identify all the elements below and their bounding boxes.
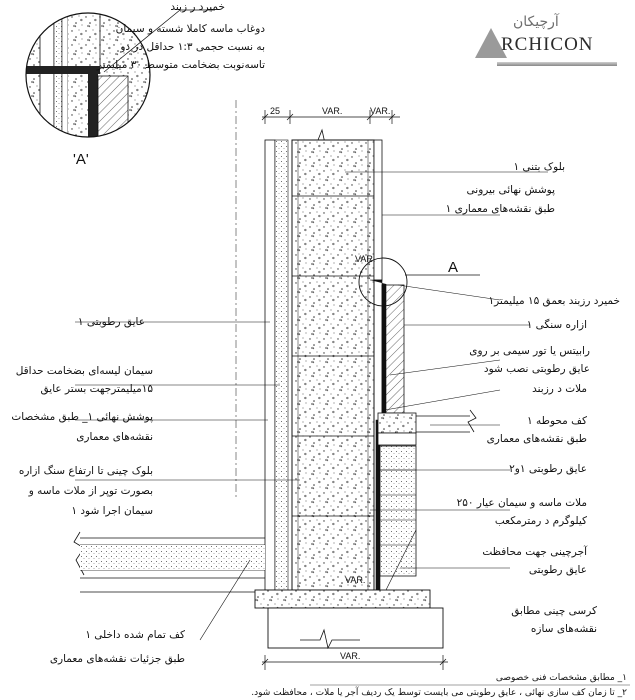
label-finished-floor: کف تمام شده داخلی ۱: [85, 629, 185, 641]
right-leaders: [345, 171, 548, 569]
label-foundation-2: نقشه‌های سازه: [530, 623, 597, 635]
label-finished-floor-2: طبق جزئیات نقشه‌های معماری: [49, 653, 185, 665]
label-stone-base: ازاره سنگی ۱: [526, 319, 587, 331]
label-block-laying-3: سیمان اجرا شود ۱: [71, 505, 153, 517]
label-mesh: رابیتس یا تور سیمی بر روی: [469, 345, 590, 357]
yard-floor-slab: [377, 412, 417, 434]
label-exterior-finish-2: طبق نقشه‌های معماری ۱: [445, 203, 555, 215]
left-leaders: [75, 321, 300, 641]
label-cement-layer-2: ۱۵میلیمترجهت بستر عایق: [40, 383, 153, 395]
label-mesh-2: عایق رطوبتی نصب شود: [483, 363, 590, 375]
label-cement-layer: سیمان لیسه‌ای بضخامت حداقل: [15, 365, 153, 377]
logo-a-mark: [475, 28, 507, 58]
label-sand-cement: ملات ماسه و سیمان عیار ۲۵۰: [456, 497, 587, 509]
dim-bottom-var: VAR.: [340, 651, 360, 661]
detail-a-circle: [25, 9, 215, 138]
note-1: ۱_ مطابق مشخصات فنی خصوصی: [495, 673, 627, 683]
label-foundation: کرسی چینی مطابق: [511, 605, 597, 617]
dim-wall-var: VAR.: [345, 575, 365, 585]
label-sand-cement-2: کیلوگرم د رمترمکعب: [494, 515, 587, 527]
label-yard-floor-2: طبق نقشه‌های معماری: [486, 433, 587, 445]
label-mortar-2: به نسبت حجمی ۱:۳ حداقل در دو: [120, 41, 265, 53]
plaster-layer: [274, 139, 289, 591]
label-exterior-finish: پوشش نهائی بیرونی: [466, 184, 555, 196]
dim-25: 25: [270, 106, 280, 116]
label-joint-depth: خمیرد رزبند بعمق ۱۵ میلیمتر۱: [488, 295, 620, 307]
section-a-circle: [358, 257, 408, 307]
detail-mark-label: 'A': [73, 151, 89, 168]
label-mortar-1: دوغاب ماسه کاملا شسته و سیمان: [115, 23, 265, 35]
dim-inner-var: VAR.: [355, 254, 375, 264]
label-mortar-3: تاسه‌نوبت بضخامت متوسط ۳۰ میلیمتر: [96, 59, 265, 71]
label-yard-floor: کف محوطه ۱: [527, 415, 587, 427]
note-2: ۲_ تا زمان کف سازی نهائی ، عایق رطوبتی م…: [251, 688, 627, 698]
label-joint-mortar: ملات د رزبند: [532, 383, 587, 395]
concrete-block-column: [291, 139, 375, 591]
interior-finish-layer: [264, 139, 276, 591]
label-brick-protect: آجرچینی جهت محافظت: [482, 546, 587, 558]
label-brick-protect-2: عایق رطوبتی: [528, 564, 587, 576]
label-block-laying-2: بصورت توپر از ملات ماسه و: [28, 485, 153, 497]
label-damp-proof-l: عایق رطوبتی ۱: [77, 316, 145, 328]
dim-var-2: VAR.: [370, 106, 390, 116]
label-block-laying: بلوک چینی تا ارتفاع سنگ ازاره: [18, 465, 153, 477]
brick-protection: [379, 445, 417, 577]
logo-fa-text: آرچیکان: [513, 14, 559, 30]
dim-var-1: VAR.: [322, 106, 342, 116]
label-damp-proof-r: عایق رطوبتی ۱و۲: [509, 463, 587, 475]
section-a-marker: A: [448, 259, 458, 276]
label-cement-joint: خمیرد ر زبند: [170, 1, 225, 13]
foundation-top: [254, 589, 431, 609]
foundation-block: [267, 607, 444, 649]
logo-text: RCHICON: [501, 34, 594, 55]
top-dimension: [261, 110, 400, 124]
logo: آرچیکان RCHICON: [475, 12, 625, 74]
label-concrete-block: بلوک بتنی ۱: [513, 161, 565, 173]
label-interior-finish: پوشش نهائی ۱_ طبق مشخصات: [11, 411, 153, 423]
logo-underline: [497, 62, 617, 66]
label-interior-finish-2: نقشه‌های معماری: [76, 431, 153, 443]
bottom-dimension: [261, 655, 448, 670]
